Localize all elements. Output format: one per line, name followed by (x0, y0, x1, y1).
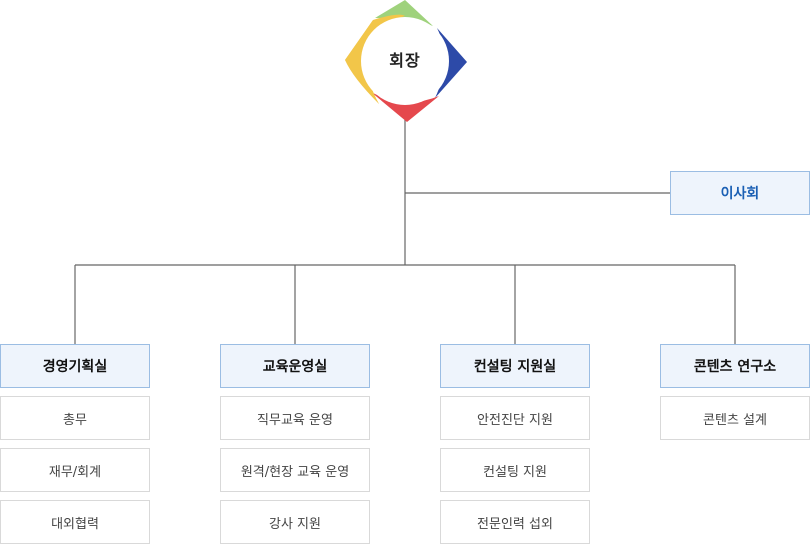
dept-box-planning: 경영기획실 (0, 344, 150, 388)
board-box: 이사회 (670, 171, 810, 215)
dept-item: 안전진단 지원 (440, 396, 590, 440)
emblem-center (361, 17, 449, 105)
dept-item: 대외협력 (0, 500, 150, 544)
dept-item: 강사 지원 (220, 500, 370, 544)
dept-item: 원격/현장 교육 운영 (220, 448, 370, 492)
dept-item: 전문인력 섭외 (440, 500, 590, 544)
dept-item: 총무 (0, 396, 150, 440)
dept-box-consulting: 컨설팅 지원실 (440, 344, 590, 388)
emblem-ring-yellow (345, 14, 405, 105)
dept-item: 콘텐츠 설계 (660, 396, 810, 440)
dept-item: 컨설팅 지원 (440, 448, 590, 492)
dept-box-content-lab: 콘텐츠 연구소 (660, 344, 810, 388)
ceo-label: 회장 (389, 51, 421, 70)
ceo-emblem (345, 0, 467, 122)
dept-box-education: 교육운영실 (220, 344, 370, 388)
dept-item: 직무교육 운영 (220, 396, 370, 440)
dept-item: 재무/회계 (0, 448, 150, 492)
